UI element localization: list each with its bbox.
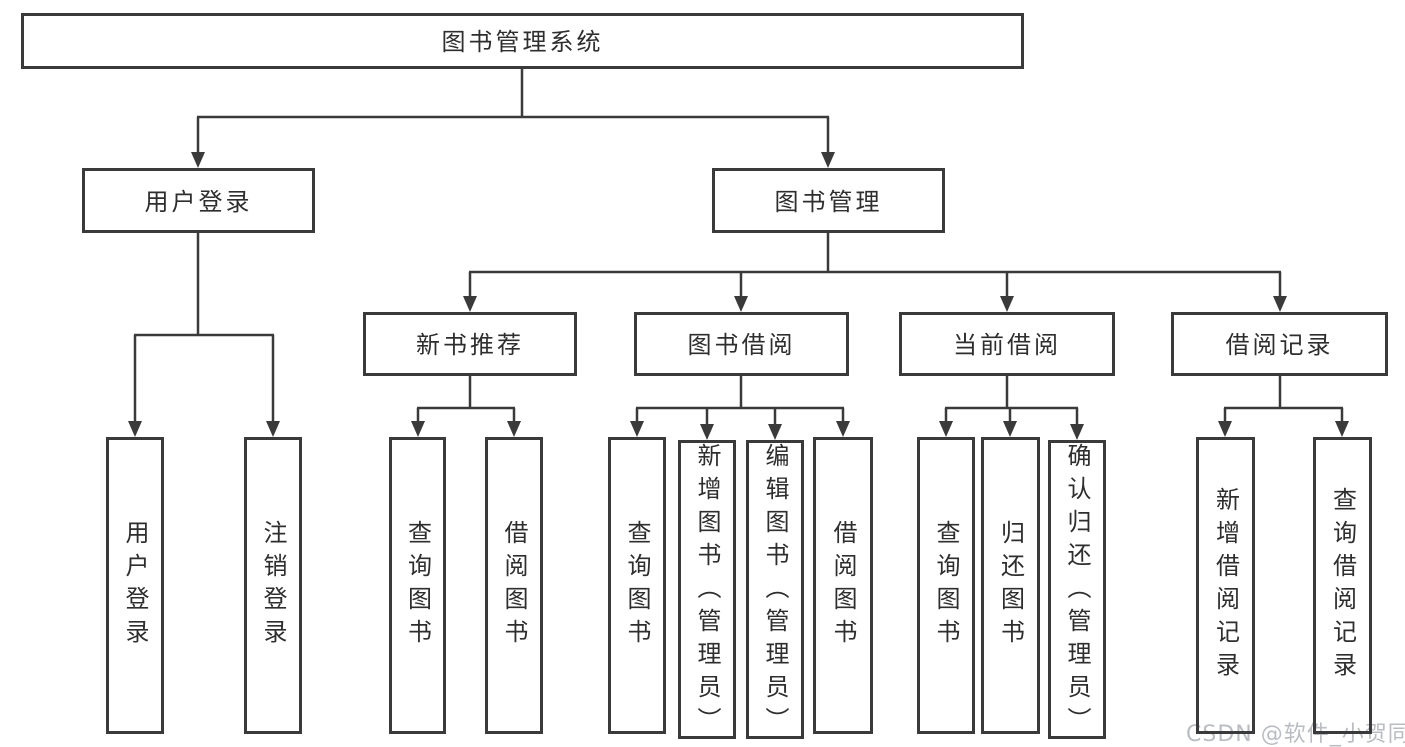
node-new-book-recommend: 新书推荐 [363, 312, 577, 376]
leaf-confirm-return-admin: 确认归还（管理员） [1048, 440, 1106, 740]
arrowhead-icon [700, 424, 714, 440]
arrowhead-icon [1218, 421, 1232, 437]
arrowhead-icon [630, 421, 644, 437]
leaf-query-book-borrow: 查询图书 [608, 437, 666, 734]
leaf-add-book-admin: 新增图书（管理员） [678, 440, 736, 740]
node-current-borrow: 当前借阅 [899, 312, 1115, 376]
arrowhead-icon [463, 296, 477, 312]
leaf-query-borrow-record: 查询借阅记录 [1313, 437, 1372, 734]
leaf-query-book-recommend: 查询图书 [389, 437, 446, 734]
arrowhead-icon [266, 421, 280, 437]
arrowhead-icon [768, 424, 782, 440]
arrowhead-icon [939, 421, 953, 437]
leaf-query-book-current: 查询图书 [917, 437, 975, 734]
arrowhead-icon [191, 152, 205, 168]
node-book-management: 图书管理 [712, 168, 945, 233]
leaf-edit-book-admin: 编辑图书（管理员） [746, 440, 804, 740]
csdn-watermark: CSDN @软件_小贺同学 [1186, 722, 1405, 747]
arrowhead-icon [836, 421, 850, 437]
arrowhead-icon [507, 421, 521, 437]
node-root: 图书管理系统 [21, 13, 1024, 69]
arrowhead-icon [411, 421, 425, 437]
arrowhead-icon [128, 421, 142, 437]
arrowhead-icon [1000, 296, 1014, 312]
leaf-logout: 注销登录 [244, 437, 302, 734]
arrowhead-icon [1070, 424, 1084, 440]
leaf-return-book: 归还图书 [981, 437, 1040, 734]
arrowhead-icon [1335, 421, 1349, 437]
node-borrow-records: 借阅记录 [1171, 312, 1388, 376]
leaf-user-login: 用户登录 [106, 437, 164, 734]
node-user-login: 用户登录 [82, 168, 315, 233]
leaf-add-borrow-record: 新增借阅记录 [1196, 437, 1255, 734]
arrowhead-icon [821, 152, 835, 168]
node-book-borrow: 图书借阅 [634, 312, 849, 376]
arrowhead-icon [734, 296, 748, 312]
leaf-borrow-book: 借阅图书 [813, 437, 873, 734]
leaf-borrow-book-recommend: 借阅图书 [485, 437, 543, 734]
arrowhead-icon [1273, 296, 1287, 312]
arrowhead-icon [1003, 421, 1017, 437]
